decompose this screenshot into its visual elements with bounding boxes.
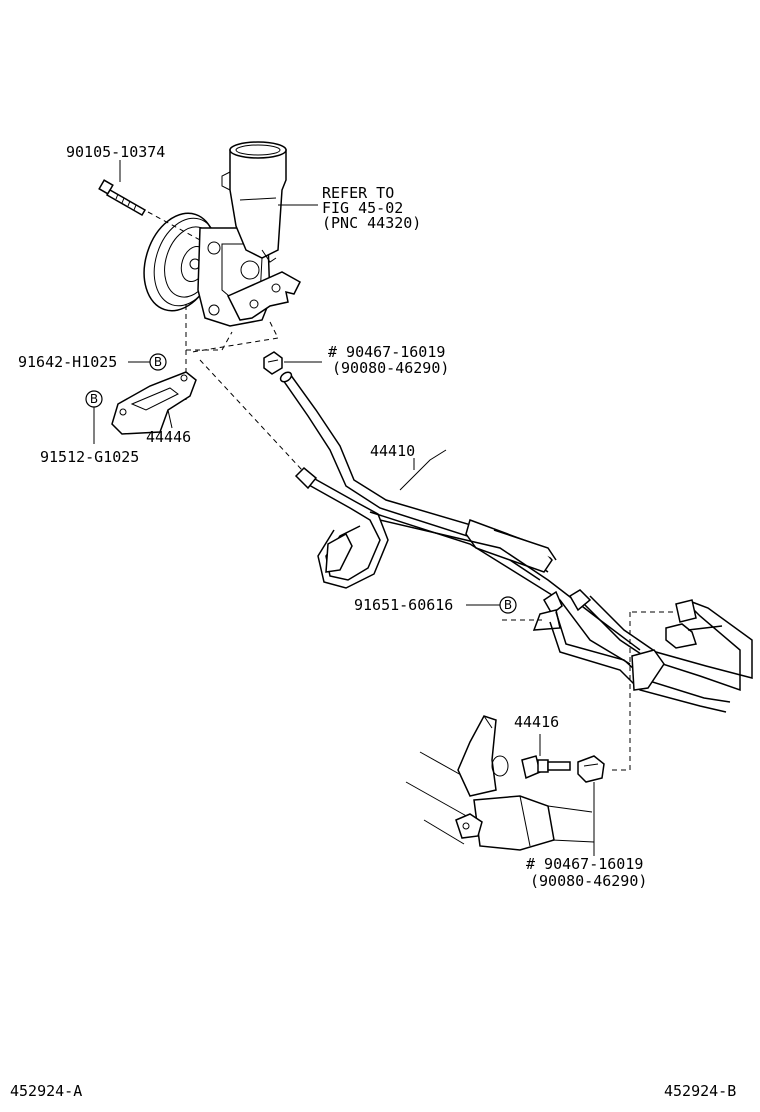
part-label-bolt-b1: 91642-H1025 bbox=[18, 353, 117, 371]
steering-gear-housing bbox=[405, 715, 595, 851]
svg-text:B: B bbox=[90, 392, 98, 406]
gasket-lower-label-line2: (90080-46290) bbox=[530, 872, 647, 890]
badge-b-3: B bbox=[499, 596, 517, 614]
part-label-union-bolt: 44416 bbox=[514, 713, 559, 731]
bracket-44446[interactable] bbox=[111, 371, 197, 435]
svg-text:B: B bbox=[154, 355, 162, 369]
badge-b-2: B bbox=[85, 390, 103, 408]
refer-label-line3: (PNC 44320) bbox=[322, 214, 421, 232]
part-label-bolt-b3: 91651-60616 bbox=[354, 596, 453, 614]
badge-b-1: B bbox=[149, 353, 167, 371]
refer-label-line1: REFER TO bbox=[322, 184, 394, 202]
mounting-bolt-top[interactable] bbox=[98, 179, 147, 217]
footer-right-code: 452924-B bbox=[664, 1082, 736, 1100]
union-bolt-44416[interactable] bbox=[521, 755, 571, 780]
part-label-bolt-b2: 91512-G1025 bbox=[40, 448, 139, 466]
svg-text:B: B bbox=[504, 598, 512, 612]
footer-left-code: 452924-A bbox=[10, 1082, 82, 1100]
part-label-bracket: 44446 bbox=[146, 428, 191, 446]
gasket-upper[interactable] bbox=[263, 351, 283, 375]
part-label-hose-assy: 44410 bbox=[370, 442, 415, 460]
refer-label-line2: FIG 45-02 bbox=[322, 199, 403, 217]
gasket-lower[interactable] bbox=[577, 755, 605, 783]
hose-tube-assembly-44410[interactable] bbox=[279, 370, 753, 713]
part-label-bolt-top: 90105-10374 bbox=[66, 143, 165, 161]
power-steering-pump[interactable] bbox=[132, 141, 301, 327]
gasket-upper-label-line2: (90080-46290) bbox=[332, 359, 449, 377]
gasket-lower-label-line1: # 90467-16019 bbox=[526, 855, 643, 873]
gasket-upper-label-line1: # 90467-16019 bbox=[328, 343, 445, 361]
